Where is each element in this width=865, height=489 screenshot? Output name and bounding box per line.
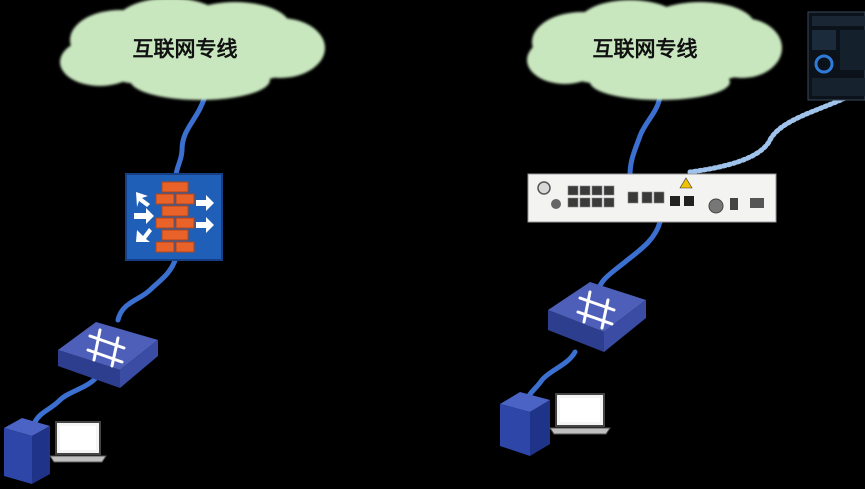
console-port bbox=[750, 198, 764, 208]
server-icon bbox=[500, 392, 550, 456]
cable-firewall-switch bbox=[115, 255, 179, 323]
left-topology: 互联网专线 bbox=[4, 0, 325, 484]
laptop-icon bbox=[549, 393, 611, 435]
internet-cloud: 互联网专线 bbox=[60, 0, 325, 100]
internet-cloud: 互联网专线 bbox=[527, 0, 782, 100]
cable-cloud-firewall bbox=[173, 93, 208, 179]
cable-switch-server bbox=[525, 349, 578, 401]
sfp-ports bbox=[670, 196, 694, 206]
switch-icon bbox=[58, 322, 158, 388]
right-topology: 互联网专线 bbox=[500, 0, 865, 456]
cable-router-switch bbox=[595, 219, 663, 295]
cable-monitor-router bbox=[687, 95, 848, 175]
dc-input bbox=[730, 198, 738, 210]
reset-port bbox=[551, 199, 561, 209]
ethernet-ports bbox=[567, 185, 665, 208]
server-icon bbox=[4, 418, 50, 484]
switch-icon bbox=[548, 282, 646, 352]
ground-screw bbox=[708, 198, 724, 214]
router-appliance bbox=[527, 173, 777, 223]
monitor-screenshot bbox=[807, 11, 865, 101]
cable-cloud-router bbox=[627, 93, 663, 178]
cable-switch-server bbox=[32, 369, 103, 425]
warning-icon bbox=[679, 177, 693, 189]
cloud-label: 互联网专线 bbox=[593, 37, 698, 61]
cloud-label: 互联网专线 bbox=[133, 37, 238, 61]
firewall-icon bbox=[125, 173, 223, 261]
power-button bbox=[537, 181, 551, 195]
laptop-icon bbox=[49, 421, 107, 463]
